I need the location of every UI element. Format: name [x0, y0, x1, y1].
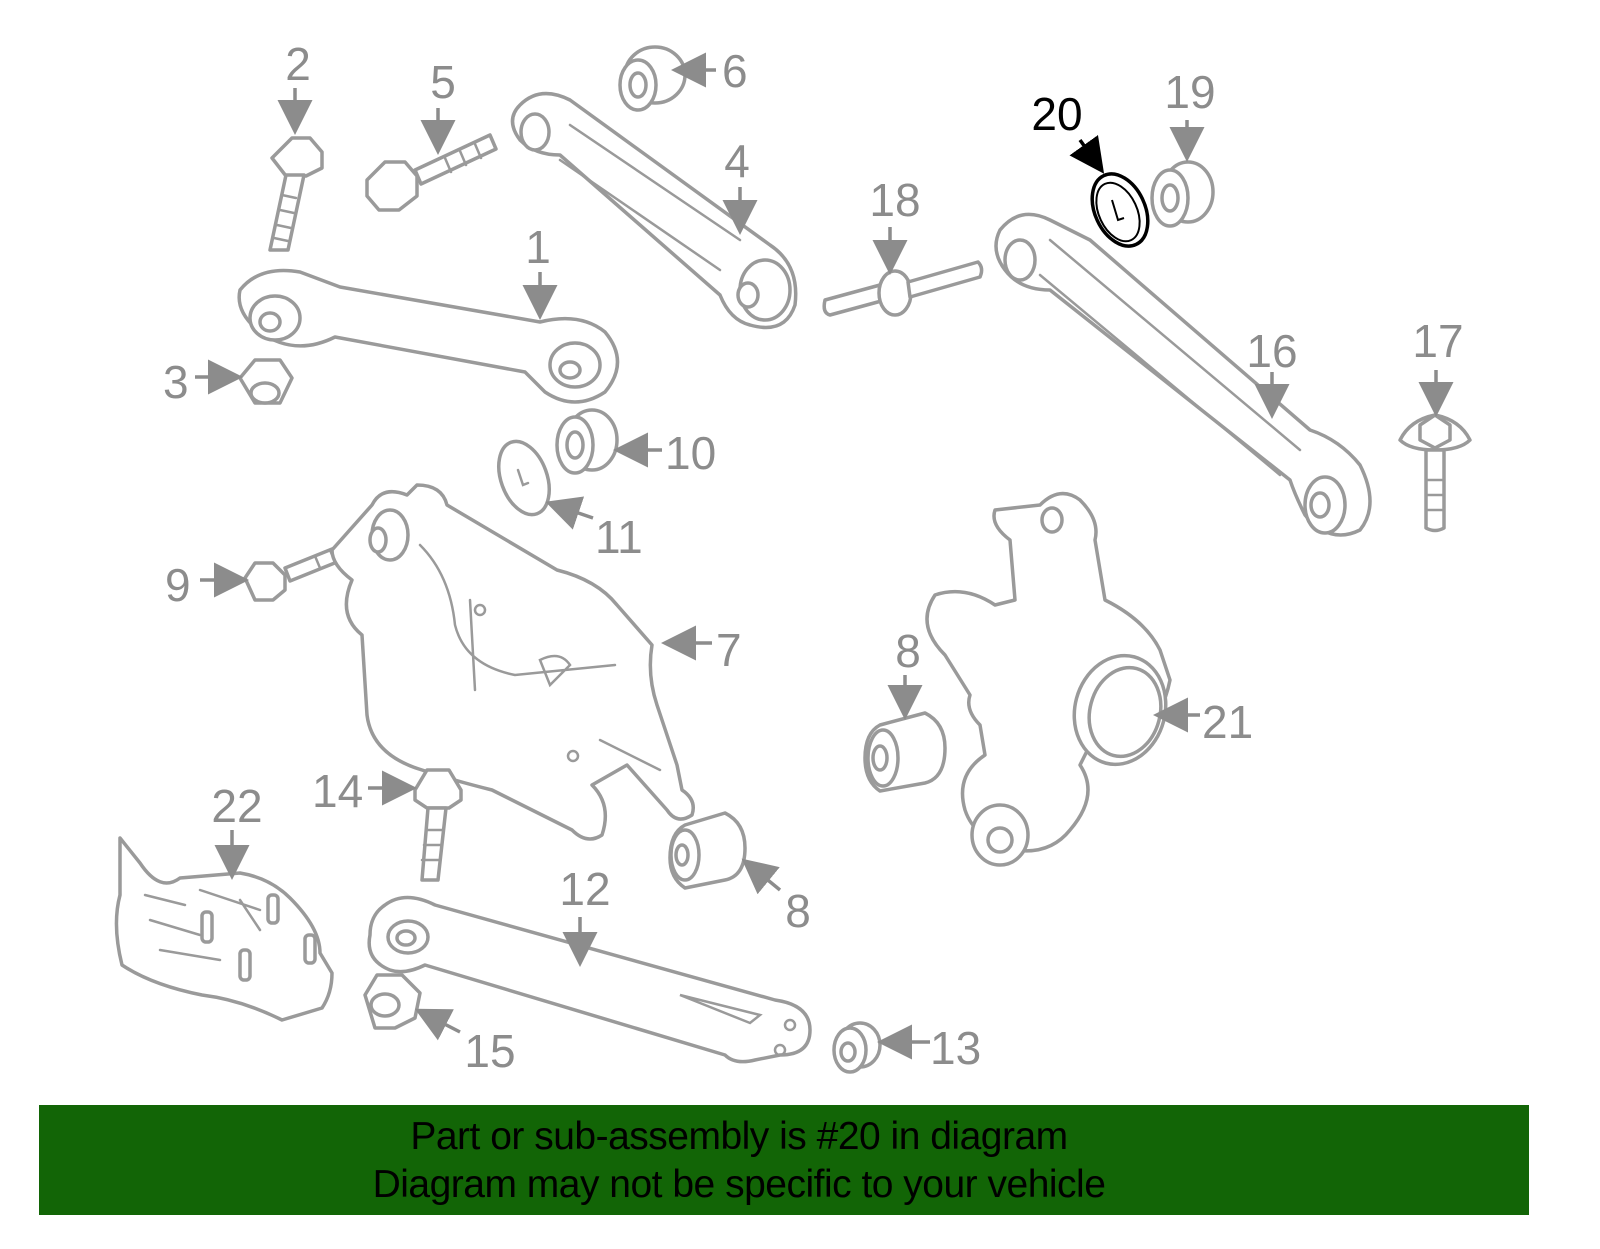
callout-arrows [195, 52, 1454, 1060]
part-17-bolt[interactable] [1398, 413, 1472, 533]
part-12-lateral-arm[interactable] [367, 895, 812, 1064]
callout-16: 16 [1246, 325, 1297, 377]
part-5-bolt[interactable] [365, 133, 498, 212]
callout-3: 3 [163, 356, 189, 408]
callout-21: 21 [1202, 696, 1253, 748]
part-10-nut[interactable] [555, 408, 619, 475]
callout-12: 12 [559, 863, 610, 915]
callout-6: 6 [722, 45, 748, 97]
part-16-control-arm[interactable] [994, 212, 1372, 537]
callout-2: 2 [285, 38, 311, 90]
callout-4: 4 [724, 135, 750, 187]
part-20-washer[interactable] [1081, 165, 1158, 255]
callout-13: 13 [930, 1022, 981, 1074]
part-14-bolt[interactable] [413, 768, 463, 882]
part-4-control-arm[interactable] [510, 91, 798, 330]
banner-line-part: Part or sub-assembly is #20 in diagram [410, 1115, 1068, 1158]
callout-5: 5 [430, 56, 456, 108]
banner-line-disclaimer: Diagram may not be specific to your vehi… [372, 1163, 1106, 1206]
part-2-bolt[interactable] [268, 136, 324, 252]
callout-labels: 2 5 6 4 1 3 18 20 19 16 17 10 11 9 7 8 2… [163, 38, 1464, 1077]
callout-1: 1 [525, 221, 551, 273]
callout-8-upper: 8 [895, 625, 921, 677]
callout-20: 20 [1031, 88, 1082, 140]
part-7-lower-arm[interactable] [330, 483, 695, 841]
part-11-washer[interactable] [489, 434, 558, 521]
part-18-pin[interactable] [822, 260, 984, 317]
callout-10: 10 [665, 427, 716, 479]
part-15-nut[interactable] [363, 973, 422, 1030]
part-8-bushing-lower[interactable] [668, 811, 747, 890]
part-21-knuckle[interactable] [925, 491, 1178, 867]
info-banner: Part or sub-assembly is #20 in diagram D… [39, 1105, 1529, 1215]
part-8-bushing-upper[interactable] [863, 711, 947, 793]
callout-19: 19 [1164, 66, 1215, 118]
callout-18: 18 [869, 174, 920, 226]
part-1-control-arm[interactable] [237, 268, 620, 404]
part-13-bushing[interactable] [832, 1021, 882, 1074]
callout-11: 11 [595, 511, 643, 563]
part-19-nut[interactable] [1150, 160, 1215, 228]
callout-17: 17 [1412, 315, 1463, 367]
callout-7: 7 [716, 624, 742, 676]
callout-15: 15 [464, 1025, 515, 1077]
callout-8-lower: 8 [785, 885, 811, 937]
part-3-nut[interactable] [238, 358, 294, 405]
part-6-nut[interactable] [618, 45, 687, 112]
part-22-heat-shield[interactable] [114, 836, 334, 1022]
callout-9: 9 [165, 559, 191, 611]
callout-14: 14 [312, 765, 363, 817]
callout-22: 22 [211, 780, 262, 832]
